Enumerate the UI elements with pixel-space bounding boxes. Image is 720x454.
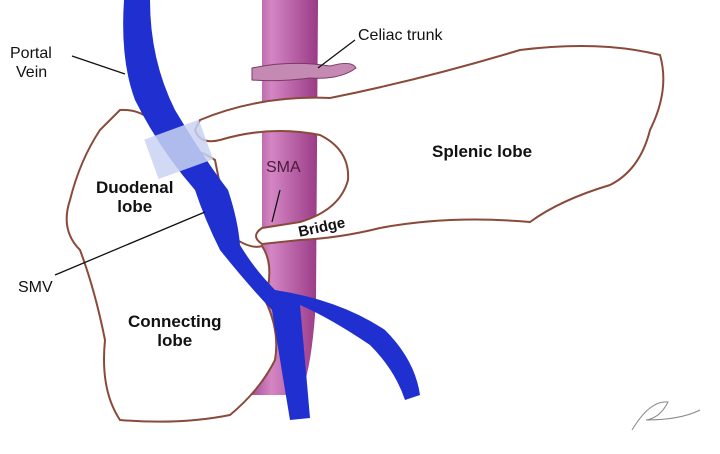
sma-label: SMA: [266, 159, 301, 176]
portal-vein-pointer: [71, 55, 126, 75]
portal-vein-label-line1: Portal: [10, 45, 52, 62]
portal-vein-label-line2: Vein: [16, 64, 48, 81]
smv-label: SMV: [18, 279, 53, 296]
smv-pointer: [54, 211, 206, 276]
portal-vein-overlap: [144, 119, 214, 180]
duodenal-lobe-line2: lobe: [117, 197, 153, 216]
portal-vein-label: Portal Vein: [10, 44, 52, 82]
duodenal-lobe-line1: Duodenal: [96, 178, 174, 197]
connecting-lobe-line1: Connecting: [128, 312, 222, 331]
duodenal-connecting-lobe: [65, 108, 278, 423]
portal-vein: [123, 0, 420, 420]
celiac-trunk-label: Celiac trunk: [358, 27, 443, 44]
duodenal-lobe-label: Duodenal lobe: [96, 178, 173, 216]
connecting-lobe-line2: lobe: [157, 331, 193, 350]
splenic-lobe: [193, 45, 665, 246]
connecting-lobe-label: Connecting lobe: [128, 312, 222, 350]
celiac-trunk: [251, 62, 357, 82]
celiac-pointer: [317, 39, 356, 69]
splenic-lobe-label: Splenic lobe: [432, 142, 533, 161]
sma-pointer: [271, 189, 281, 223]
artist-signature: [631, 401, 701, 431]
